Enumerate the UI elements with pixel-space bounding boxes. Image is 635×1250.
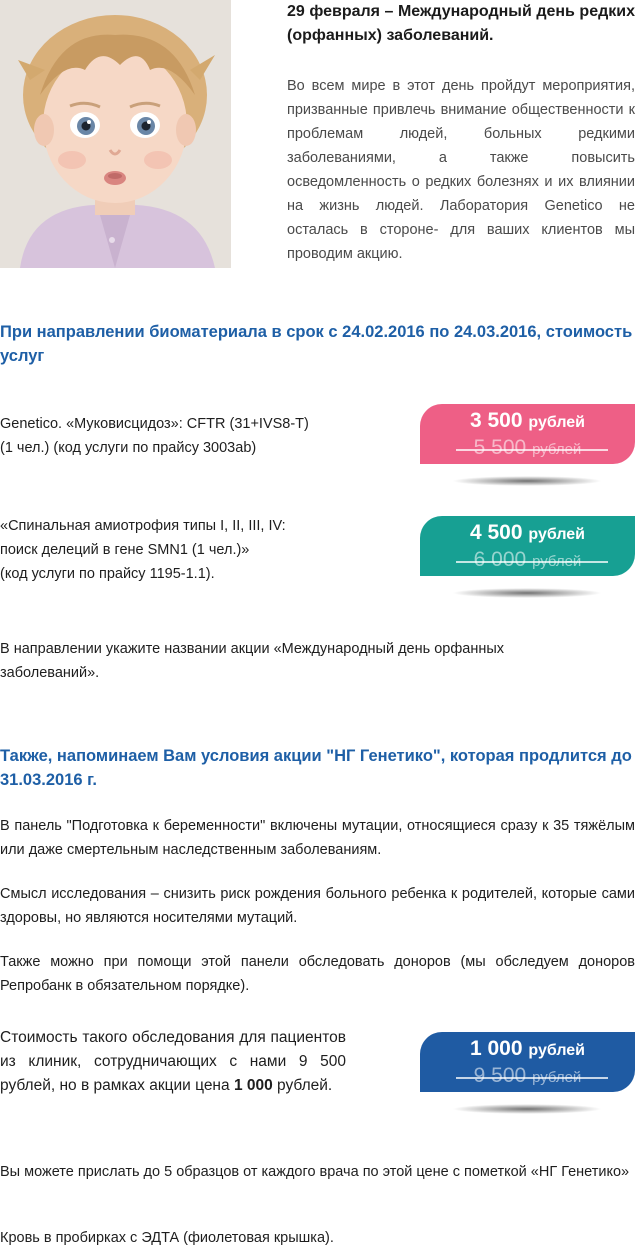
service-cftr: Genetico. «Муковисцидоз»: CFTR (31+IVS8-… [0, 412, 380, 460]
samples-paragraph: Вы можете прислать до 5 образцов от кажд… [0, 1164, 630, 1180]
strike-line [456, 1077, 608, 1079]
intro-paragraph: Во всем мире в этот день пройдут меропри… [287, 78, 635, 262]
new-price: 3 500 рублей [469, 409, 586, 432]
service-line: (код услуги по прайсу 1195-1.1). [0, 566, 215, 582]
promo-note: В направлении укажите названии акции «Ме… [0, 641, 505, 681]
promo2-heading: Также, напоминаем Вам условия акции "НГ … [0, 747, 632, 789]
cost-tail: рублей. [277, 1077, 333, 1094]
cost-paragraph: Стоимость такого обследования для пациен… [0, 1026, 346, 1098]
strike-line [456, 449, 608, 451]
child-photo-illustration [0, 0, 231, 268]
panel-paragraph: В панель "Подготовка к беременности" вкл… [0, 818, 635, 858]
service-line: «Спинальная амиотрофия типы I, II, III, … [0, 518, 286, 534]
price-card-smn1: 4 500 рублей 6 000 рублей [420, 516, 635, 576]
service-line: поиск делеций в гене SMN1 (1 чел.)» [0, 542, 250, 558]
card-shadow [452, 1104, 602, 1114]
promo-heading: При направлении биоматериала в срок с 24… [0, 323, 633, 365]
card-shadow [452, 588, 602, 598]
price-card-cftr: 3 500 рублей 5 500 рублей [420, 404, 635, 464]
service-line: (1 чел.) (код услуги по прайсу 3003ab) [0, 440, 257, 456]
service-line: Genetico. «Муковисцидоз»: CFTR (31+IVS8-… [0, 416, 309, 432]
service-smn1: «Спинальная амиотрофия типы I, II, III, … [0, 514, 380, 586]
card-shadow [452, 476, 602, 486]
donors-paragraph: Также можно при помощи этой панели обсле… [0, 954, 635, 994]
price-card-panel: 1 000 рублей 9 500 рублей [420, 1032, 635, 1092]
cost-text: Стоимость такого обследования для пациен… [0, 1029, 346, 1094]
tube-paragraph: Кровь в пробирках с ЭДТА (фиолетовая кры… [0, 1230, 334, 1246]
page-title: 29 февраля – Международный день редких (… [287, 3, 635, 44]
new-price: 4 500 рублей [469, 521, 586, 544]
cost-bold: 1 000 [233, 1077, 273, 1094]
strike-line [456, 561, 608, 563]
new-price: 1 000 рублей [469, 1037, 586, 1060]
purpose-paragraph: Смысл исследования – снизить риск рожден… [0, 886, 635, 926]
child-photo [0, 0, 231, 268]
